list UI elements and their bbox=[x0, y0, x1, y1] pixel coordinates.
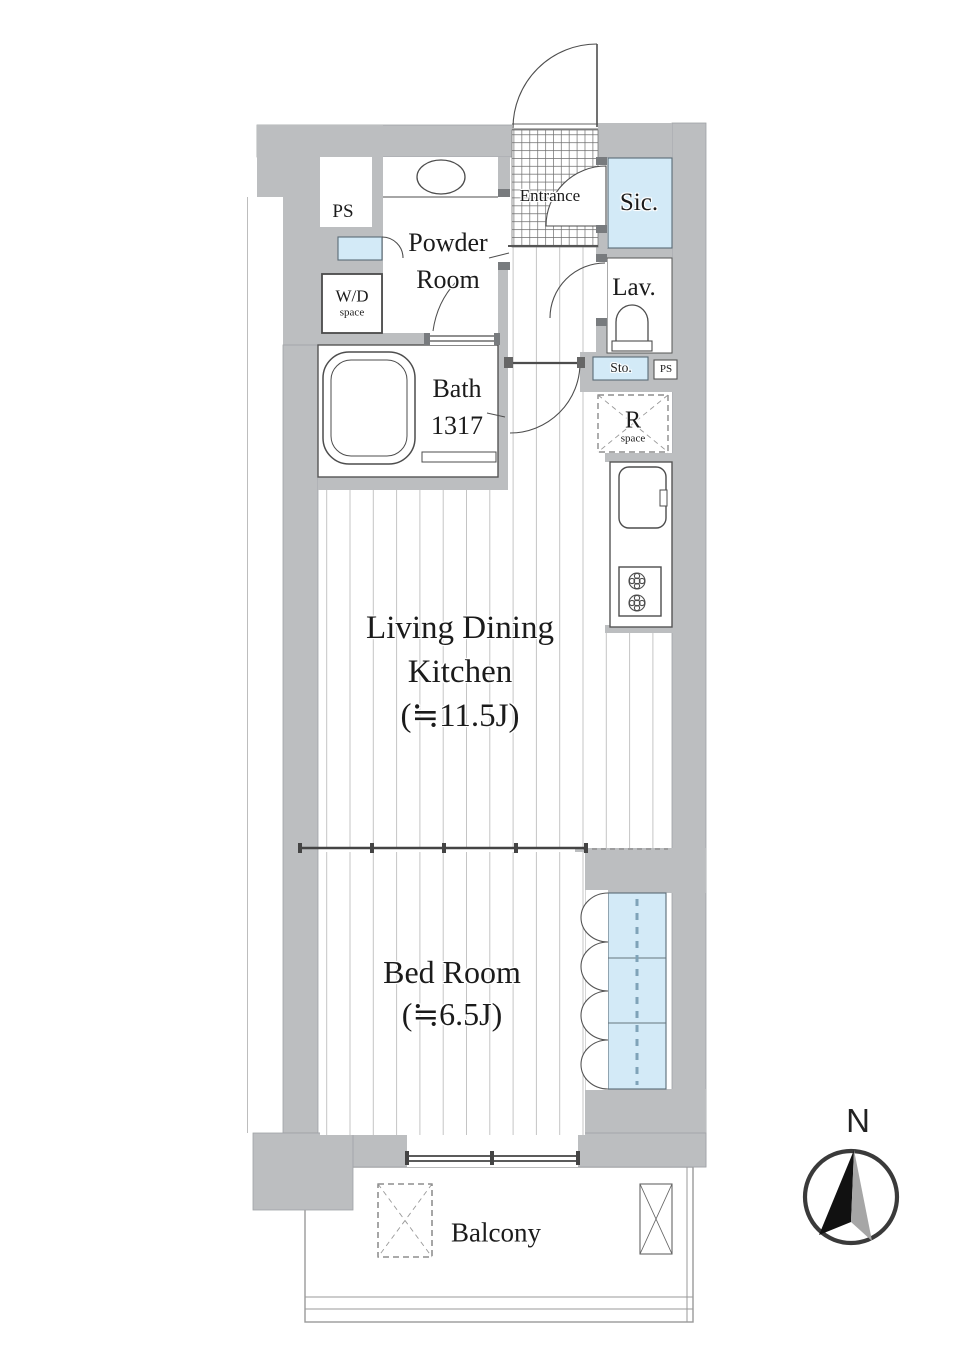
shoe-closet-area bbox=[607, 157, 673, 249]
bathtub bbox=[322, 351, 416, 465]
shoe-closet-label: Sic. bbox=[619, 189, 659, 216]
pipe-space-right-box bbox=[653, 359, 678, 380]
compass-north-label: N bbox=[846, 1102, 870, 1139]
small-storage-box bbox=[337, 236, 383, 261]
openings bbox=[298, 843, 588, 1165]
kitchen-fixtures bbox=[618, 466, 668, 617]
doors bbox=[498, 43, 607, 434]
vanity-sink-icon bbox=[416, 159, 466, 195]
compass-needle-dark bbox=[819, 1150, 854, 1235]
storage-door-arc bbox=[381, 236, 404, 259]
compass-needle-light bbox=[851, 1150, 872, 1241]
pipe-space-right-label: PS bbox=[659, 363, 673, 375]
entrance-door-arc bbox=[512, 43, 598, 129]
toilet-icon bbox=[611, 304, 653, 352]
bathtub-inner bbox=[330, 359, 408, 457]
powder-room-fixtures bbox=[381, 159, 510, 332]
bed-room-label: Bed Room (≒6.5J) bbox=[383, 954, 521, 1032]
compass bbox=[802, 1148, 900, 1246]
entrance-threshold bbox=[512, 123, 598, 130]
storage-label: Sto. bbox=[610, 360, 632, 375]
pipe-space-left-label: PS bbox=[332, 201, 354, 222]
closet-folding-doors bbox=[580, 892, 609, 1090]
bath-label-leader bbox=[486, 412, 506, 418]
label-leader-line bbox=[488, 252, 510, 259]
lavatory-label: Lav. bbox=[612, 274, 656, 301]
refrigerator-space-label: R space bbox=[620, 407, 646, 445]
ldk-door-arc bbox=[509, 362, 581, 434]
storage-box bbox=[592, 356, 649, 381]
kitchen-faucet bbox=[659, 489, 668, 507]
entrance-label: Entrance bbox=[519, 186, 581, 205]
balcony-label: Balcony bbox=[451, 1217, 541, 1248]
washer-dryer-space-label: W/D space bbox=[335, 286, 369, 319]
shoe-closet-door bbox=[545, 165, 607, 227]
washer-dryer-space-box bbox=[321, 273, 383, 334]
refrigerator-space bbox=[597, 394, 669, 453]
bath-fixtures bbox=[322, 333, 506, 465]
closet bbox=[580, 848, 668, 1090]
pipe-space-left-niche bbox=[320, 157, 372, 227]
label-leader-curve bbox=[432, 281, 457, 332]
bath-label: Bath 1317 bbox=[431, 374, 483, 440]
bath-ledge bbox=[421, 451, 497, 463]
balcony-railing bbox=[305, 1296, 693, 1310]
stove-burners bbox=[628, 572, 646, 612]
flooring bbox=[320, 247, 670, 1135]
balcony-fixtures bbox=[377, 1183, 673, 1258]
living-dining-kitchen-label: Living Dining Kitchen (≒11.5J) bbox=[366, 610, 554, 734]
lavatory-door-arc bbox=[549, 262, 606, 319]
balcony bbox=[304, 1166, 694, 1323]
powder-room-label: Powder Room bbox=[408, 228, 488, 294]
bath-door bbox=[430, 335, 494, 342]
kitchen-sink bbox=[618, 466, 667, 529]
